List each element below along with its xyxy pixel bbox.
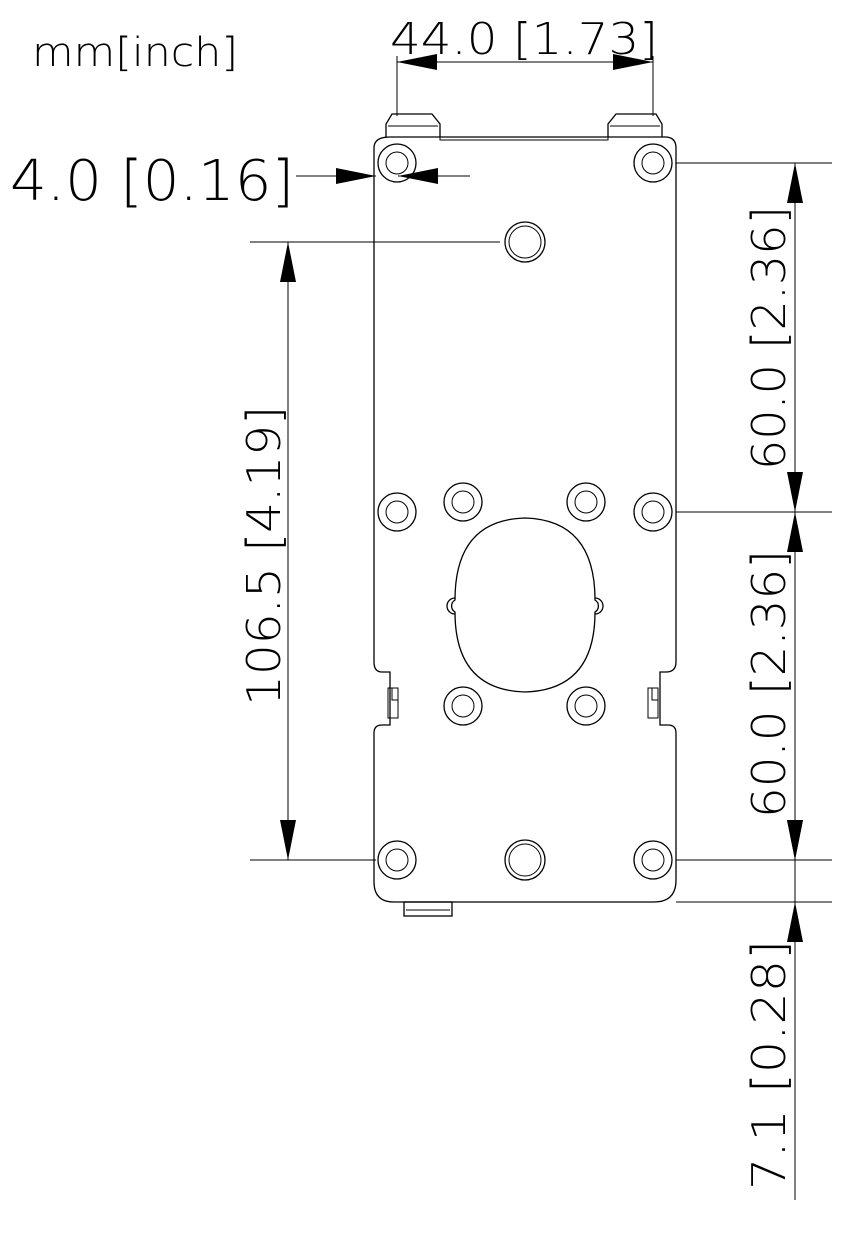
plate-outline [373,136,677,903]
left-height-label: 106.5 [4.19] [237,406,291,706]
dimension-left-height: 106.5 [4.19] [237,241,500,861]
top-width-label: 44.0 [1.73] [390,14,658,65]
mounting-holes [377,143,673,881]
dimension-hole-offset: 4.0 [0.16] [10,149,470,214]
dimension-bottom-offset: 7.1 [0.28] [676,820,832,1200]
units-label: mm[inch] [32,30,238,76]
bottom-tab [403,901,453,917]
right-upper-label: 60.0 [2.36] [742,206,796,470]
side-clips [387,687,659,719]
center-cutout [451,517,599,693]
hole-offset-label: 4.0 [0.16] [10,149,294,214]
dimension-right-lower: 60.0 [2.36] [676,512,832,861]
dimension-top-width: 44.0 [1.73] [390,14,658,116]
top-tabs [385,113,663,141]
right-lower-label: 60.0 [2.36] [742,550,796,818]
bottom-offset-label: 7.1 [0.28] [742,940,796,1190]
dimension-right-upper: 60.0 [2.36] [676,162,832,513]
